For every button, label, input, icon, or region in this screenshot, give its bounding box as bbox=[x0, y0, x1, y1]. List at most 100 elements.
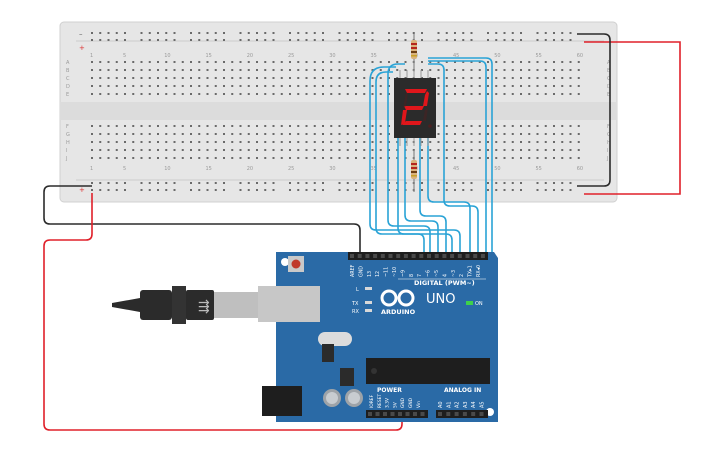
digital-pin-label: ~6 bbox=[426, 270, 432, 277]
segment-e bbox=[401, 110, 407, 125]
led-label-l: L bbox=[356, 287, 359, 293]
column-number-top: 35 bbox=[371, 53, 377, 59]
digital-pin-label: ~11 bbox=[384, 267, 390, 277]
seven-segment-display[interactable]: 2 bbox=[0, 0, 436, 146]
column-number-top: 20 bbox=[247, 53, 253, 59]
column-number-bottom: 15 bbox=[206, 166, 212, 172]
on-label: ON bbox=[475, 301, 483, 307]
column-number-bottom: 60 bbox=[577, 166, 583, 172]
segment-c bbox=[423, 108, 428, 121]
row-letter-left: H bbox=[66, 140, 70, 146]
power-wire-left[interactable] bbox=[43, 193, 403, 431]
column-number-bottom: 45 bbox=[453, 166, 459, 172]
row-letter-left: I bbox=[66, 148, 67, 154]
digital-pin-label: AREF bbox=[350, 264, 356, 277]
column-number-bottom: 1 bbox=[90, 166, 93, 172]
digital-pin-label: ~10 bbox=[392, 267, 398, 277]
resistor-top[interactable] bbox=[411, 34, 417, 72]
analog-pin-label: A4 bbox=[471, 401, 477, 408]
row-letter-right: H bbox=[607, 140, 611, 146]
segment-d bbox=[402, 121, 422, 125]
analog-pin-label: A1 bbox=[446, 401, 452, 408]
power-pin-label: IOREF bbox=[369, 394, 375, 408]
power-pin-label: Vin bbox=[416, 401, 422, 408]
column-number-bottom: 50 bbox=[494, 166, 500, 172]
digital-pin-label: ~3 bbox=[451, 270, 457, 277]
digital-pin-label: 8 bbox=[409, 274, 415, 277]
column-number-top: 45 bbox=[453, 53, 459, 59]
digital-pin-label: ~5 bbox=[434, 270, 440, 277]
power-pin-label: 5V bbox=[392, 402, 398, 408]
power-wire-right[interactable] bbox=[584, 41, 681, 195]
digital-pin-label: 2 bbox=[459, 274, 465, 277]
breadboard-holes[interactable] bbox=[91, 32, 580, 191]
digital-pin-label: 7 bbox=[417, 274, 423, 277]
column-number-bottom: 25 bbox=[288, 166, 294, 172]
power-pin-label: GND bbox=[400, 397, 406, 408]
column-number-top: 30 bbox=[329, 53, 335, 59]
digital-pin-label: 4 bbox=[442, 274, 448, 277]
signal-wires[interactable] bbox=[369, 57, 493, 252]
column-number-top: 25 bbox=[288, 53, 294, 59]
breadboard[interactable]: + – + 151015202530354045505560 151015202… bbox=[59, 21, 618, 203]
analog-pin-label: A3 bbox=[463, 401, 469, 408]
bottom-rail-plus-symbol: + bbox=[79, 186, 85, 194]
column-number-bottom: 35 bbox=[371, 166, 377, 172]
ground-wire-left[interactable] bbox=[43, 185, 361, 252]
row-letter-left: B bbox=[66, 68, 70, 74]
power-rail-plus-symbol: + bbox=[79, 44, 85, 52]
reset-button[interactable] bbox=[291, 259, 301, 269]
digital-header[interactable] bbox=[348, 252, 488, 260]
arduino-logo-icon bbox=[380, 289, 415, 307]
column-number-top: 60 bbox=[577, 53, 583, 59]
brand-label: ARDUINO bbox=[381, 308, 416, 316]
power-header[interactable] bbox=[366, 410, 428, 418]
decimal-point bbox=[428, 124, 432, 128]
column-number-top: 15 bbox=[206, 53, 212, 59]
power-label: POWER bbox=[377, 387, 402, 394]
analog-pin-label: A0 bbox=[438, 401, 444, 408]
digital-pin-label: 12 bbox=[375, 271, 381, 277]
analog-header[interactable] bbox=[436, 410, 488, 418]
analog-pin-label: A5 bbox=[480, 401, 486, 408]
row-letter-right: B bbox=[607, 68, 611, 74]
led-label-tx: TX bbox=[351, 301, 359, 307]
column-number-top: 5 bbox=[123, 53, 126, 59]
row-letter-left: J bbox=[65, 156, 67, 162]
resistor-bottom[interactable] bbox=[411, 150, 417, 192]
model-label: UNO bbox=[426, 292, 455, 307]
column-number-bottom: 55 bbox=[536, 166, 542, 172]
row-letter-right: E bbox=[607, 92, 610, 98]
column-number-top: 10 bbox=[164, 53, 170, 59]
segment-a bbox=[405, 89, 427, 93]
row-letter-left: E bbox=[66, 92, 69, 98]
column-number-top: 1 bbox=[90, 53, 93, 59]
row-letter-left: C bbox=[66, 76, 70, 82]
on-led bbox=[466, 301, 473, 305]
led-indicators: L TX RX bbox=[351, 287, 372, 315]
row-letter-right: I bbox=[607, 148, 608, 154]
digital-pin-label: RX◂0 bbox=[476, 265, 482, 277]
column-number-bottom: 5 bbox=[123, 166, 126, 172]
power-pin-label: GND bbox=[408, 397, 414, 408]
row-letter-right: J bbox=[606, 156, 608, 162]
row-letter-left: G bbox=[66, 132, 70, 138]
analog-pin-label: A2 bbox=[455, 401, 461, 408]
digital-pin-label: TX▸1 bbox=[468, 265, 474, 278]
row-letter-right: F bbox=[607, 124, 610, 130]
ground-wire-right[interactable] bbox=[577, 33, 611, 187]
display-digit-value: 2 bbox=[0, 0, 1, 1]
row-letter-left: D bbox=[66, 84, 70, 90]
column-number-top: 50 bbox=[494, 53, 500, 59]
usb-symbol-icon: ⇶ bbox=[198, 299, 210, 315]
power-pin-label: 3.3V bbox=[385, 398, 391, 408]
digital-pin-label: ~9 bbox=[400, 270, 406, 277]
column-number-bottom: 20 bbox=[247, 166, 253, 172]
power-rail-minus-symbol: – bbox=[79, 30, 83, 38]
usb-cable[interactable]: ⇶ bbox=[112, 286, 258, 324]
row-letter-left: F bbox=[66, 124, 69, 130]
